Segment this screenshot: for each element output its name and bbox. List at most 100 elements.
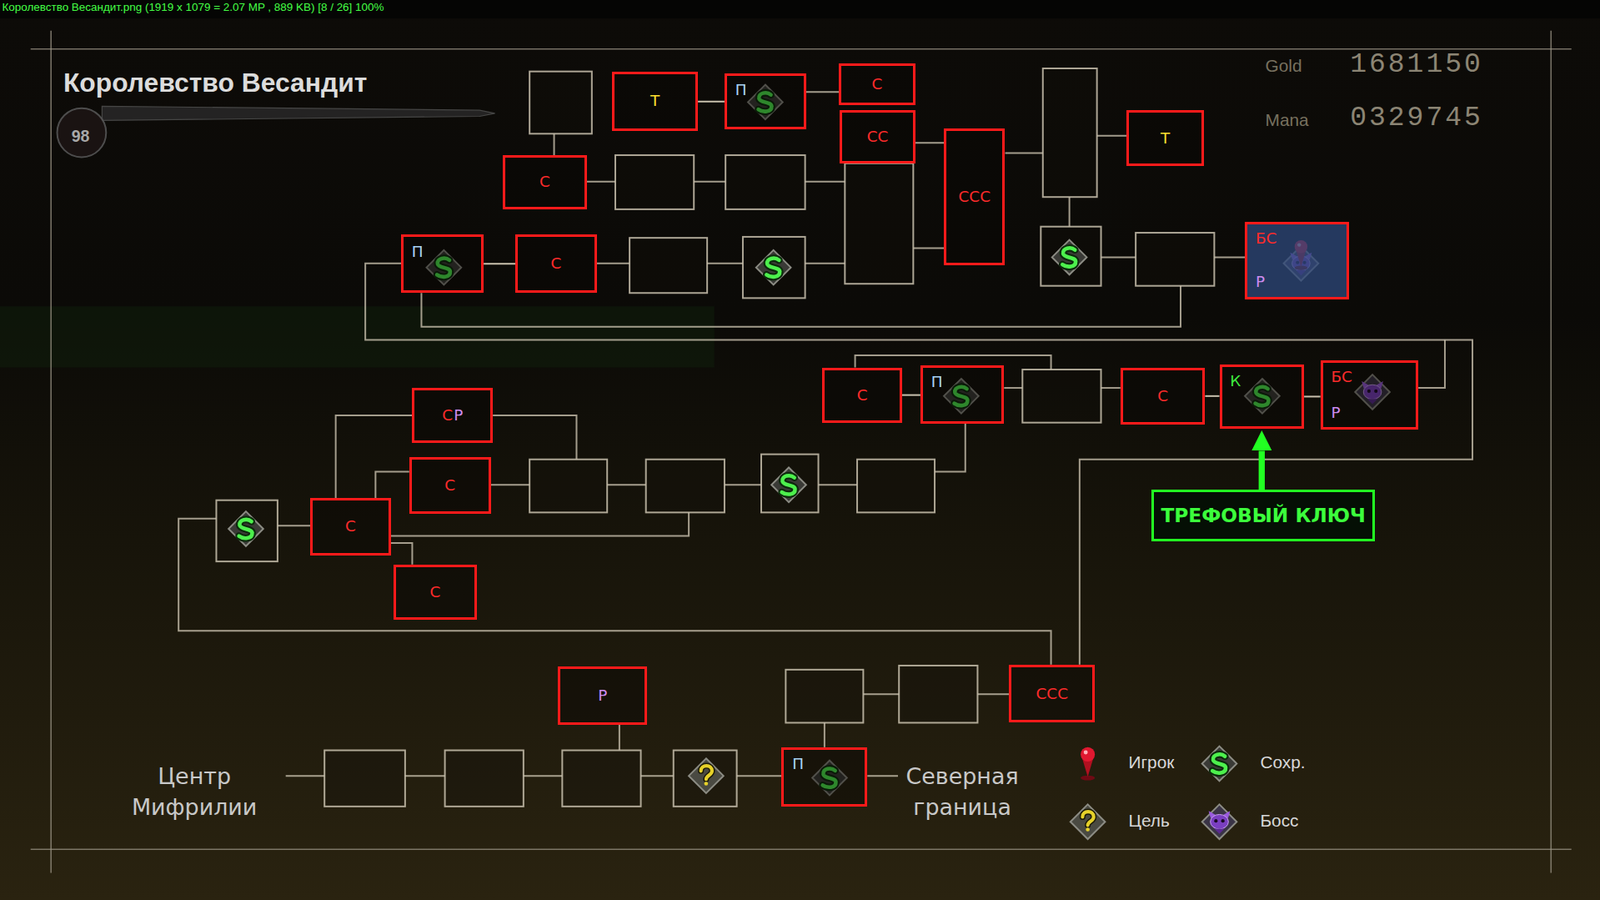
corridor [586, 180, 616, 183]
map-frame [30, 48, 1572, 51]
corridor [1003, 386, 1023, 389]
legend-text: Сохр. [1259, 752, 1305, 773]
corridor [641, 774, 674, 777]
room-box: СР [411, 387, 493, 443]
resource-name: Mana [1265, 110, 1310, 131]
room-box: С [838, 63, 916, 106]
room-box: С [409, 456, 492, 513]
room-box: С [502, 155, 587, 210]
corridor [805, 180, 846, 183]
corridor [523, 774, 563, 777]
map-room [673, 750, 738, 807]
room-marker: С [539, 173, 551, 191]
corridor [405, 774, 446, 777]
room-box: Т [611, 71, 698, 131]
corridor [977, 692, 1009, 695]
room-marker: БС [1255, 230, 1277, 247]
corridor [862, 692, 899, 695]
room-marker: С [857, 386, 868, 404]
map-room [725, 155, 805, 210]
corridor [934, 423, 966, 472]
corridor [1101, 386, 1121, 389]
room-marker: П [792, 755, 804, 773]
background-band [0, 305, 715, 367]
room-marker: Т [1160, 130, 1170, 147]
boss-icon [1202, 803, 1238, 839]
room-marker: П [735, 81, 748, 99]
map-frame [1549, 30, 1552, 873]
room-box: СС [839, 110, 916, 164]
map-room [898, 665, 978, 723]
callout-text: ТРЕФОВЫЙ КЛЮЧ [1160, 504, 1365, 527]
room-marker: С [551, 255, 562, 272]
room-marker: Р [453, 406, 463, 424]
map-room [1040, 226, 1101, 286]
room-marker: С [871, 75, 883, 93]
room-marker: П [411, 243, 424, 261]
goal-icon [688, 757, 724, 793]
pointer-arrow [1258, 450, 1265, 490]
room-box: П [401, 234, 484, 293]
resource-value: 0329745 [1349, 101, 1484, 134]
corridor [1097, 135, 1127, 137]
room-box: ССС [943, 128, 1005, 266]
corridor [818, 483, 858, 486]
corridor [285, 774, 326, 777]
room-box: С [515, 234, 597, 293]
corridor [365, 263, 1473, 665]
corridor [1068, 196, 1071, 226]
corridor [1004, 152, 1043, 155]
callout-box: ТРЕФОВЫЙ КЛЮЧ [1151, 489, 1375, 541]
corridor [391, 511, 689, 536]
room-box: С [393, 564, 477, 620]
map-room [785, 669, 863, 723]
room-box: С [822, 367, 902, 423]
corridor [553, 133, 556, 156]
hp-emblem [57, 108, 107, 158]
map-frame [30, 847, 1572, 850]
save-icon [228, 511, 264, 547]
hp-number: 98 [71, 126, 91, 146]
corridor [491, 483, 531, 486]
room-marker: К [1229, 372, 1241, 390]
corridor-line [1204, 395, 1219, 397]
map-room [857, 459, 935, 513]
room-marker: С [441, 406, 453, 424]
map-room [1022, 369, 1101, 423]
room-marker: С [345, 517, 357, 535]
map-room [742, 236, 806, 298]
corridor [1213, 255, 1245, 258]
corridor [806, 90, 839, 93]
corridor [606, 483, 647, 486]
legend-text: Игрок [1128, 752, 1175, 773]
room-box: ССС [1008, 664, 1095, 723]
corridor [823, 722, 826, 747]
viewer-caption: Королевство Весандит.png (1919 x 1079 = … [1, 0, 384, 14]
corridor-line [483, 262, 516, 265]
room-marker: П [931, 373, 943, 391]
corridor-line [902, 394, 921, 397]
room-box: БСР [1320, 360, 1419, 430]
room-box: Р [557, 666, 647, 725]
player-icon [1080, 747, 1095, 781]
corridor [693, 180, 726, 183]
corridor [707, 262, 743, 265]
resource-value: 1681150 [1349, 48, 1484, 81]
room-marker: С [1157, 387, 1169, 405]
map-room [561, 750, 641, 807]
corridor [277, 524, 311, 527]
legend-text: Босс [1259, 810, 1299, 831]
room-marker: БС [1330, 368, 1352, 386]
room-marker: С [430, 583, 442, 601]
room-marker: Р [1255, 273, 1265, 291]
map-room [761, 454, 819, 513]
corridor [1418, 340, 1445, 389]
corridor-line [1304, 395, 1321, 397]
map-room [215, 500, 277, 562]
map-room [445, 750, 524, 807]
room-marker: СС [867, 128, 889, 146]
map-room [615, 155, 694, 210]
room-marker: Т [650, 92, 660, 110]
viewer-bar [0, 0, 1600, 19]
